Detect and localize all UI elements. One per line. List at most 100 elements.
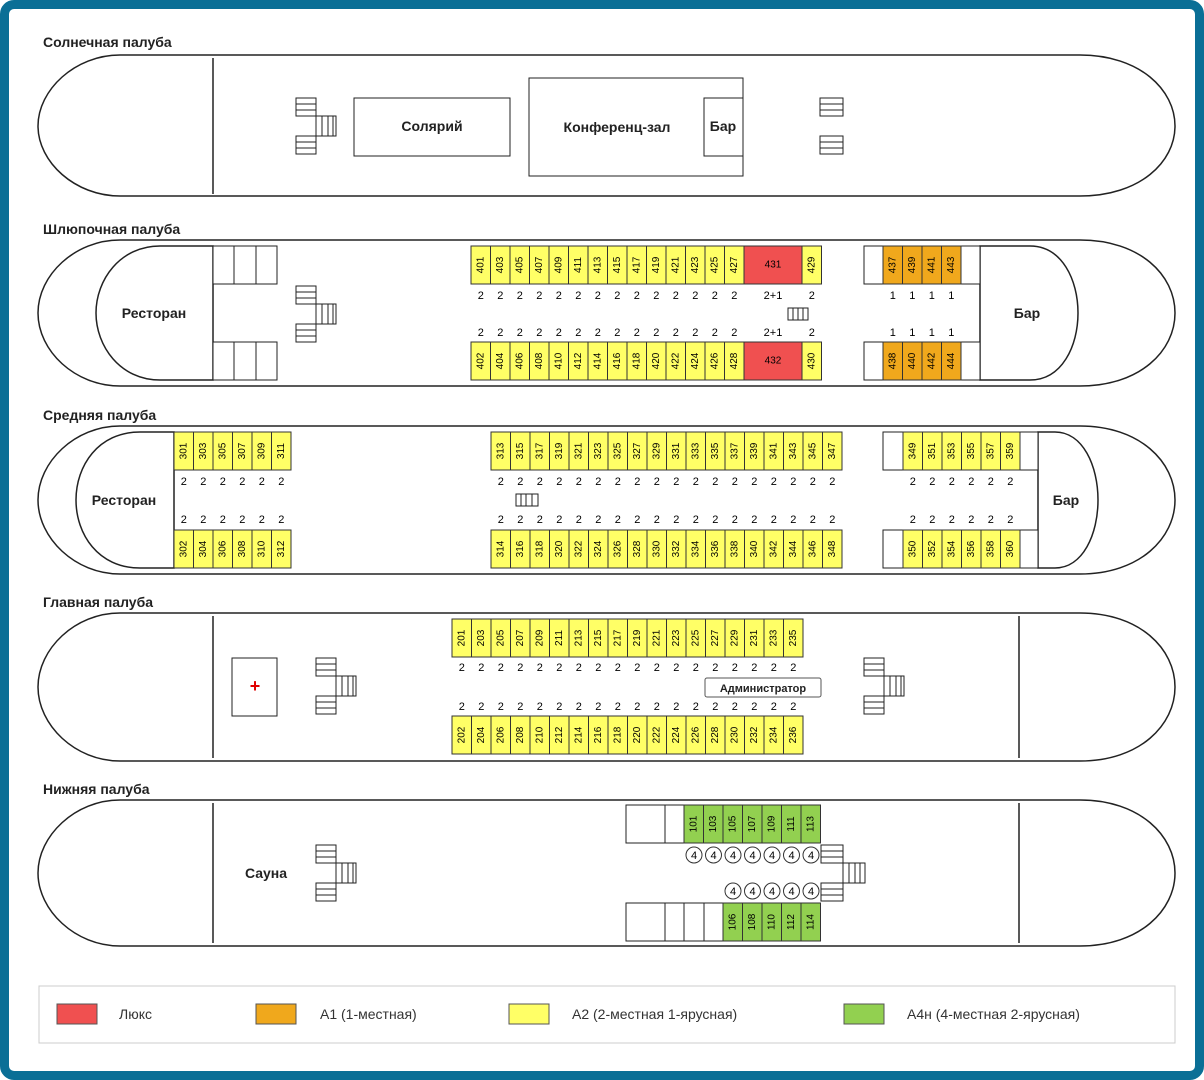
cabin-number: 219 <box>632 629 643 646</box>
berth-count: 2 <box>654 514 660 526</box>
administrator-desk <box>704 677 822 698</box>
cabin-number: 409 <box>553 256 564 273</box>
berth-count: 2 <box>615 476 621 488</box>
cabin-number: 301 <box>178 442 189 459</box>
berth-count: 2 <box>278 514 284 526</box>
berth-count: 2 <box>498 701 504 713</box>
cabin-number: 421 <box>670 256 681 273</box>
berth-count: 2 <box>497 327 503 339</box>
cabin-number: 424 <box>690 352 701 369</box>
cabin-number: 326 <box>612 540 623 557</box>
cabin-113[interactable] <box>800 804 821 844</box>
cabin-236[interactable] <box>783 715 804 755</box>
berth-count: 2 <box>575 327 581 339</box>
cabin-431[interactable] <box>743 245 803 285</box>
cabin-number: 423 <box>690 256 701 273</box>
berth-circle <box>685 846 703 864</box>
berth-count: 2 <box>634 701 640 713</box>
cabin-443[interactable] <box>941 245 962 285</box>
berth-count: 2 <box>556 514 562 526</box>
cabin-312[interactable] <box>271 529 292 569</box>
berth-count: 2 <box>614 290 620 302</box>
cabin-number: 320 <box>554 540 565 557</box>
berth-circle <box>783 882 800 900</box>
berth-count: 2 <box>576 514 582 526</box>
berth-count: 2 <box>654 662 660 674</box>
berth-count: 2 <box>498 662 504 674</box>
berth-count: 2 <box>634 290 640 302</box>
berth-count: 4 <box>749 886 755 898</box>
berth-count: 2 <box>595 327 601 339</box>
berth-count: 2 <box>615 701 621 713</box>
cabin-347[interactable] <box>822 431 843 471</box>
cabin-number: 317 <box>534 442 545 459</box>
sun-bar-label: Бар <box>710 118 736 134</box>
cabin-number: 226 <box>690 726 701 743</box>
berth-count: 2 <box>556 290 562 302</box>
berth-count: 2 <box>673 514 679 526</box>
cabin-429[interactable] <box>801 245 822 285</box>
berth-count: 2 <box>1007 476 1013 488</box>
berth-count: 2 <box>459 662 465 674</box>
cabin-432[interactable] <box>743 341 803 381</box>
middle-bar-label: Бар <box>1053 492 1079 508</box>
medical-cross-icon: + <box>250 676 261 696</box>
cabin-348[interactable] <box>822 529 843 569</box>
berth-count: 2 <box>575 290 581 302</box>
cabin-number: 101 <box>688 815 699 832</box>
cabin-number: 210 <box>534 726 545 743</box>
cabin-number: 315 <box>515 442 526 459</box>
berth-circle <box>783 846 800 864</box>
berth-count: 2 <box>790 662 796 674</box>
berth-count: 4 <box>691 850 697 862</box>
berth-count: 2 <box>692 327 698 339</box>
cabin-360[interactable] <box>1000 529 1021 569</box>
berth-count: 1 <box>929 327 935 339</box>
cabin-359[interactable] <box>1000 431 1021 471</box>
cabin-number: 359 <box>1005 442 1016 459</box>
cabin-number: 111 <box>786 816 797 832</box>
berth-count: 2 <box>968 514 974 526</box>
stairs-icon <box>820 844 866 902</box>
berth-count: 2 <box>595 290 601 302</box>
berth-count: 2 <box>653 290 659 302</box>
cabin-number: 319 <box>554 442 565 459</box>
legend-swatch-a1 <box>255 1003 297 1025</box>
berth-count: 2 <box>556 701 562 713</box>
cabin-number: 224 <box>671 726 682 743</box>
berth-count: 2 <box>537 476 543 488</box>
berth-count: 2 <box>929 476 935 488</box>
cabin-number: 327 <box>632 442 643 459</box>
berth-count: 2 <box>537 514 543 526</box>
cabin-235[interactable] <box>783 618 804 658</box>
berth-count: 2 <box>259 514 265 526</box>
berth-count: 4 <box>769 886 775 898</box>
cabin-number: 215 <box>593 629 604 646</box>
cabin-number: 112 <box>786 914 797 930</box>
berth-count: 2 <box>712 476 718 488</box>
ladder-icon <box>787 307 809 321</box>
berth-count: 2 <box>693 514 699 526</box>
berth-count: 2 <box>181 514 187 526</box>
ladder-icon <box>819 97 844 155</box>
berth-count: 2 <box>771 514 777 526</box>
berth-circle <box>724 846 742 864</box>
middle-restaurant-area <box>75 431 175 569</box>
cabin-114[interactable] <box>800 902 821 942</box>
berth-count: 2 <box>595 701 601 713</box>
main-cabins: 2012203220522072209221122132215221722192… <box>451 618 804 755</box>
berth-count: 2 <box>556 327 562 339</box>
cabin-number: 341 <box>768 442 779 459</box>
berth-count: 1 <box>909 327 915 339</box>
cabin-311[interactable] <box>271 431 292 471</box>
cabin-444[interactable] <box>941 341 962 381</box>
berth-circle <box>802 882 820 900</box>
cabin-430[interactable] <box>801 341 822 381</box>
cabin-number: 201 <box>456 629 467 646</box>
berth-count: 2 <box>239 514 245 526</box>
sun-bar-room <box>703 97 744 157</box>
boat-bar-label: Бар <box>1014 305 1040 321</box>
cabin-number: 220 <box>632 726 643 743</box>
berth-count: 2 <box>790 476 796 488</box>
berth-count: 1 <box>890 327 896 339</box>
